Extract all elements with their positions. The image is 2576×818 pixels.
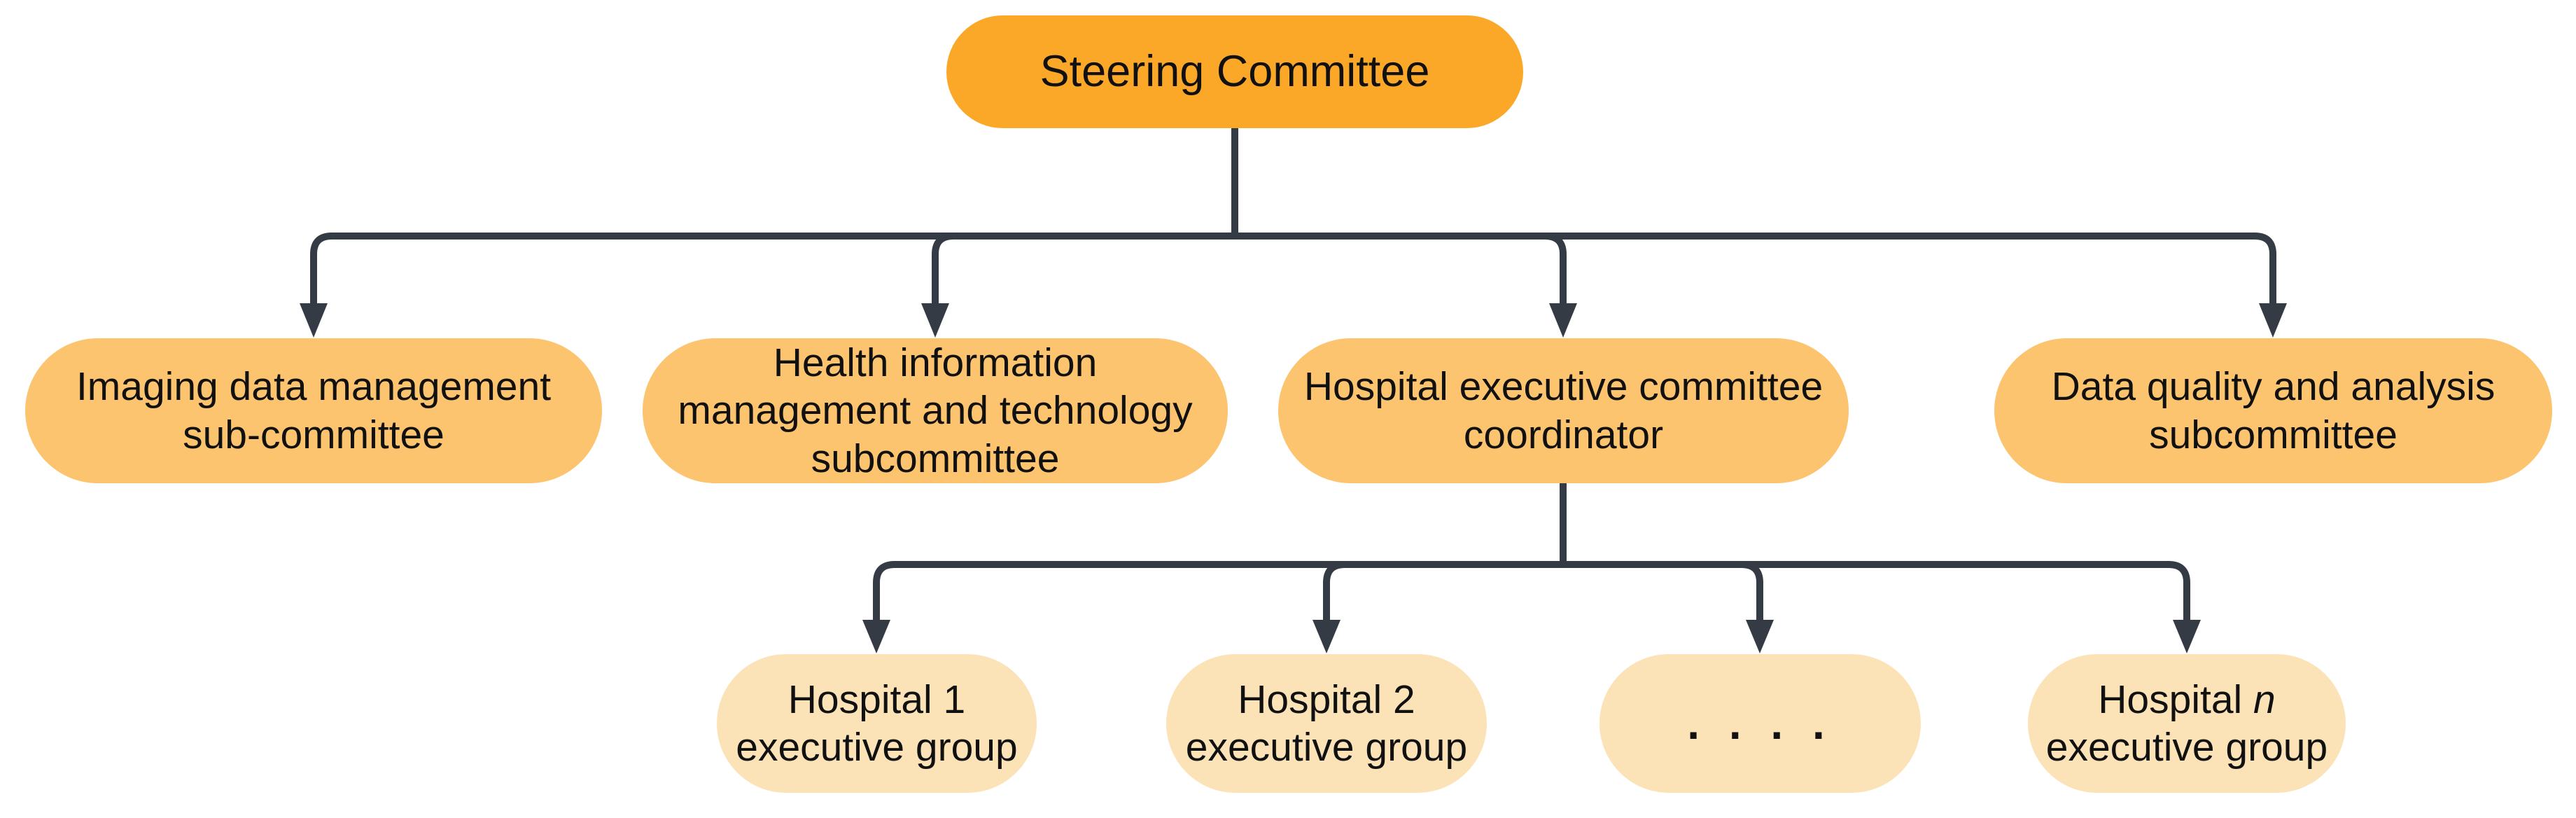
ellipsis-dots: . . . . [1687,698,1833,749]
node-label-line: subcommittee [2149,412,2398,457]
node-label-line: subcommittee [811,436,1060,481]
node-label-line: management and technology [678,388,1193,434]
node-label-line: coordinator [1463,412,1664,457]
node-health-information-management-subcommittee: Health information management and techno… [643,338,1228,483]
node-label-italic-n: n [2253,677,2276,722]
node-hospital-1-executive-group: Hospital 1 executive group [717,654,1037,793]
node-label-line: executive group [736,725,1018,770]
node-label-line: Hospital 2 [1238,677,1415,722]
node-steering-committee: Steering Committee [946,15,1523,128]
node-label-line: Imaging data management [76,364,552,410]
connector-branch [873,561,1563,622]
connector-branch [1235,233,2276,305]
connector-branch [310,233,1235,305]
node-label-line: Hospital n [2098,676,2275,723]
node-label-line: Data quality and analysis [2051,364,2496,410]
node-imaging-data-management-subcommittee: Imaging data management sub-committee [25,338,602,483]
node-hospital-2-executive-group: Hospital 2 executive group [1166,654,1487,793]
connector-branch [1323,561,1563,622]
arrowhead-icon [1746,620,1774,653]
arrowhead-icon [2173,620,2201,653]
node-label-line: Steering Committee [1040,46,1430,96]
connector-branch [1563,561,2190,622]
arrowhead-icon [921,303,949,338]
node-label-line: Hospital executive committee [1303,364,1823,410]
arrowhead-icon [1549,303,1577,338]
node-label-line: executive group [1185,725,1468,770]
node-hospital-n-executive-group: Hospital n executive group [2028,654,2346,793]
node-label-line: Hospital 1 [788,677,966,722]
arrowhead-icon [300,303,328,338]
node-label-line: sub-committee [183,412,444,457]
node-hospital-executive-committee-coordinator: Hospital executive committee coordinator [1278,338,1849,483]
node-label-line: executive group [2045,725,2328,770]
arrowhead-icon [862,620,890,653]
node-data-quality-analysis-subcommittee: Data quality and analysis subcommittee [1994,338,2552,483]
connector-branch [932,233,1235,305]
node-label-part: Hospital [2098,677,2254,722]
arrowhead-icon [1312,620,1340,653]
node-label-line: Health information [773,340,1098,385]
connector-branch [1235,233,1567,305]
connector-branch [1563,561,1763,622]
node-ellipsis-more-hospitals: . . . . [1600,654,1921,793]
arrowhead-icon [2259,303,2287,338]
